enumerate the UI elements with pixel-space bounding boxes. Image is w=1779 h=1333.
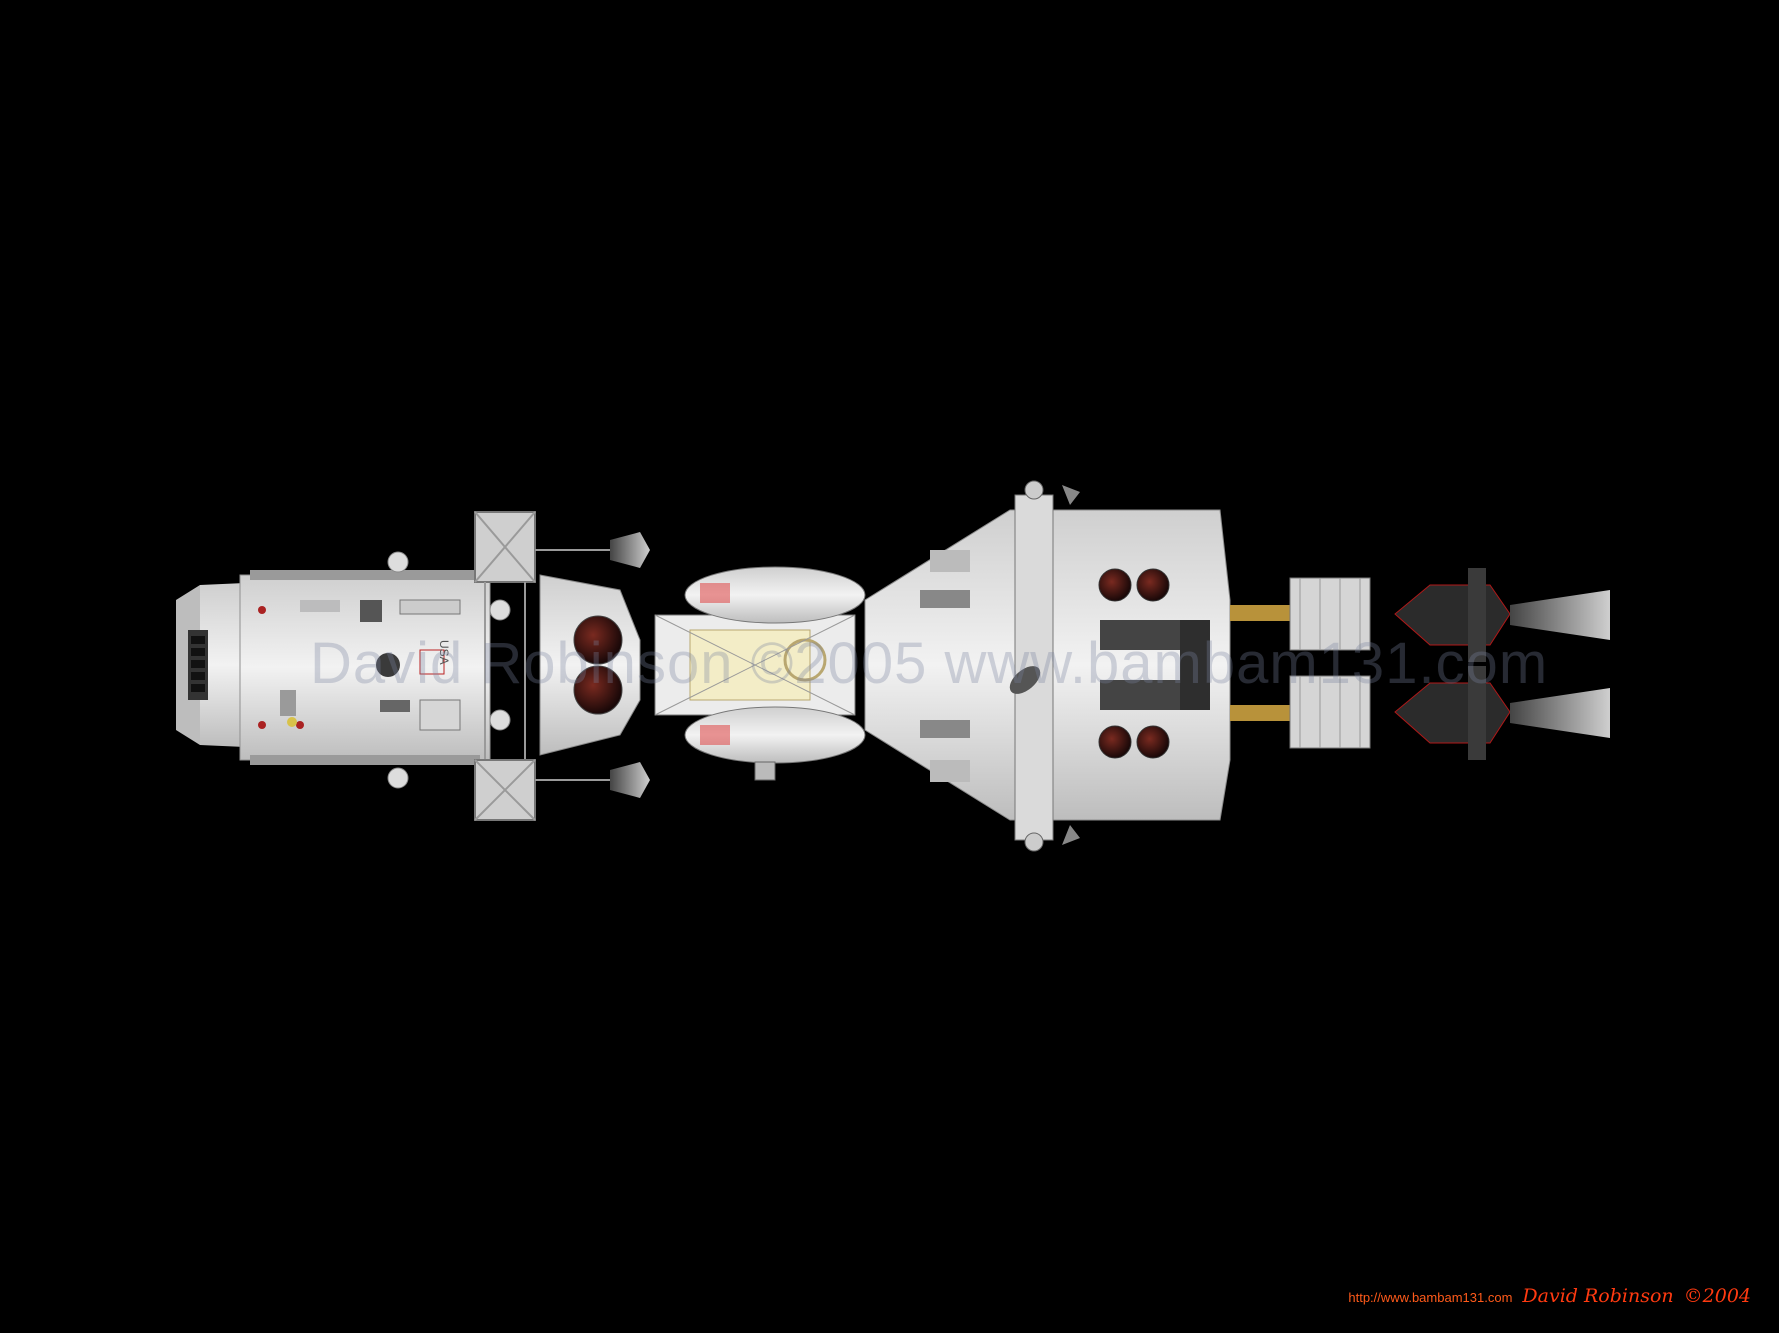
mid-module: [539, 574, 641, 756]
hexagonal-body: [864, 480, 1231, 852]
gantry-bay: [654, 614, 856, 716]
hull-usa-label: USA: [437, 640, 451, 665]
engine-assemblies: [1230, 568, 1610, 760]
credit-name: David Robinson: [1522, 1285, 1674, 1307]
forward-hull: [176, 570, 491, 765]
thruster-nozzle-bottom: [610, 762, 650, 798]
thruster-nozzle-top: [610, 532, 650, 568]
crew-capsules: [684, 566, 866, 764]
drone: [754, 761, 776, 781]
credit-url: http://www.bambam131.com: [1348, 1290, 1513, 1305]
credit-line: http://www.bambam131.com David Robinson …: [1348, 1285, 1751, 1307]
truss-towers: [474, 511, 610, 821]
credit-year: ©2004: [1683, 1285, 1751, 1307]
